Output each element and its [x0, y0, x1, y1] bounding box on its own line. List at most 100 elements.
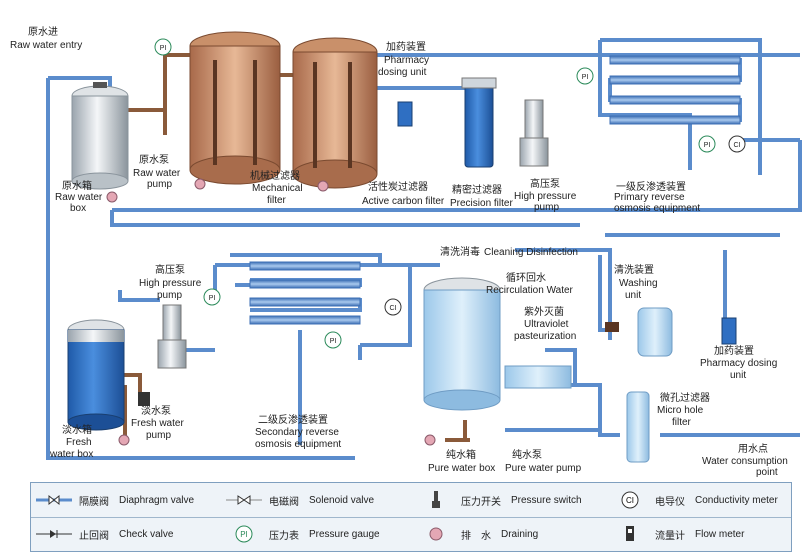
drain-icon — [424, 434, 436, 446]
gauge-cn: 压力表 — [269, 530, 299, 542]
recirc-cn: 循环回水 — [506, 271, 546, 284]
primary-ro-en2: osmosis equipment — [614, 203, 700, 214]
primary-ro-cn: 一级反渗透装置 — [616, 180, 686, 193]
draining-cn: 排 水 — [461, 530, 491, 542]
consumption-en2: point — [756, 467, 778, 478]
carbon-filter-cn: 活性炭过滤器 — [368, 180, 428, 193]
check-valve-icon — [35, 524, 73, 544]
pressure-switch-en: Pressure switch — [511, 494, 582, 506]
secondary-ro-membranes — [249, 261, 361, 325]
pure-box-cn: 纯水箱 — [446, 448, 476, 461]
ci-label: CI — [390, 305, 397, 312]
pure-pump-en: Pure water pump — [505, 463, 582, 474]
pressure-switch-icon — [417, 490, 455, 510]
legend-gauge: PI 压力表 Pressure gauge — [221, 517, 413, 551]
drain-icon — [417, 524, 455, 544]
conductivity-meter-icon — [384, 135, 746, 316]
precision-filter-en: Precision filter — [450, 198, 513, 209]
active-carbon-filter — [292, 37, 378, 189]
legend-conductivity: CI 电导仪 Conductivity meter — [607, 483, 791, 517]
hp-pump1-en2: pump — [534, 202, 559, 213]
fresh-pump-en2: pump — [146, 430, 171, 441]
uv-en2: pasteurization — [514, 331, 576, 342]
precision-filter-cn: 精密过滤器 — [452, 183, 502, 196]
ci-label: CI — [734, 142, 741, 149]
conductivity-cn: 电导仪 — [655, 496, 685, 508]
raw-water-box — [71, 82, 129, 190]
conductivity-meter-icon: CI — [611, 490, 649, 510]
drain-icon — [194, 178, 206, 190]
micro-filter-cn: 微孔过滤器 — [660, 391, 710, 404]
pressure-gauge-icon: PI — [225, 524, 263, 544]
legend-pi-text: PI — [240, 530, 248, 539]
primary-ro-membranes — [609, 55, 741, 125]
solenoid-cn: 电磁阀 — [269, 496, 299, 508]
legend-diaphragm: 隔膜阀 Diaphragm valve — [31, 483, 221, 517]
pharmacy2-en1: Pharmacy dosing — [700, 358, 777, 369]
pharmacy-dosing-en2: dosing unit — [378, 67, 427, 78]
secondary-ro-cn: 二级反渗透装置 — [258, 413, 328, 426]
pressure-gauge-icon — [154, 38, 716, 349]
drain-icon — [106, 191, 118, 203]
primary-ro-en1: Primary reverse — [614, 192, 685, 203]
cleaning-cn: 清洗消毒 — [440, 245, 480, 258]
washing-en1: Washing — [619, 278, 658, 289]
hp-pump2-cn: 高压泵 — [155, 263, 185, 276]
legend-solenoid: 电磁阀 Solenoid valve — [221, 483, 413, 517]
pi-label: PI — [582, 74, 589, 81]
gauge-en: Pressure gauge — [309, 528, 380, 540]
drain-icon — [317, 180, 329, 192]
hp-pump2-en1: High pressure — [139, 278, 202, 289]
raw-water-pump-cn: 原水泵 — [139, 154, 169, 166]
legend-row-1: 隔膜阀 Diaphragm valve 电磁阀 Solenoid valve 压… — [31, 483, 791, 518]
pharmacy2-cn: 加药装置 — [714, 344, 754, 357]
pi-label: PI — [704, 142, 711, 149]
diaphragm-valve-icon — [35, 490, 73, 510]
washing-en2: unit — [625, 290, 641, 301]
diaphragm-cn: 隔膜阀 — [79, 496, 109, 508]
pharmacy-dosing-unit-2 — [721, 317, 737, 345]
cleaning-en: Cleaning Disinfection — [484, 247, 578, 258]
raw-water-entry-en: Raw water entry — [10, 40, 82, 51]
consumption-en1: Water consumption — [702, 456, 788, 467]
diaphragm-en: Diaphragm valve — [119, 494, 195, 506]
water-treatment-diagram: 原水进 Raw water entry 原水箱 Raw water box 原水… — [10, 26, 802, 478]
raw-water-box-en1: Raw water — [55, 192, 103, 203]
fresh-box-cn: 淡水箱 — [62, 423, 92, 436]
flow-meter-icon — [611, 524, 649, 544]
hp-pump1-cn: 高压泵 — [530, 177, 560, 190]
pure-box-en: Pure water box — [428, 463, 495, 474]
recirc-en: Recirculation Water — [486, 285, 574, 296]
secondary-ro-en2: osmosis equipment — [255, 439, 341, 450]
pipes-brown — [110, 53, 470, 442]
mech-filter-cn: 机械过滤器 — [250, 169, 300, 182]
precision-filter — [461, 77, 497, 168]
fresh-box-en2: water box — [49, 449, 93, 460]
pi-label: PI — [160, 45, 167, 52]
washing-unit — [605, 307, 673, 357]
flow-cn: 流量计 — [655, 530, 685, 542]
raw-water-box-cn: 原水箱 — [62, 179, 92, 192]
high-pressure-pump-1 — [519, 99, 549, 167]
legend-flow: 流量计 Flow meter — [607, 517, 791, 551]
raw-water-pump-en1: Raw water — [133, 168, 181, 179]
washing-cn: 清洗装置 — [614, 263, 654, 276]
uv-cn: 紫外灭菌 — [524, 306, 564, 318]
check-cn: 止回阀 — [79, 530, 109, 542]
mechanical-filter — [189, 31, 281, 185]
high-pressure-pump-2 — [157, 304, 187, 369]
pharmacy-dosing-unit — [397, 101, 413, 127]
raw-water-entry-cn: 原水进 — [28, 26, 58, 38]
raw-water-box-en2: box — [70, 203, 86, 214]
micro-filter-en2: filter — [672, 417, 692, 428]
pharmacy-dosing-cn: 加药装置 — [386, 40, 426, 53]
fresh-water-box — [67, 319, 125, 431]
draining-en: Draining — [501, 528, 539, 540]
legend-check: 止回阀 Check valve — [31, 517, 221, 551]
pure-water-box — [423, 277, 501, 411]
legend-draining: 排 水 Draining — [413, 517, 607, 551]
pure-pump-cn: 纯水泵 — [512, 448, 542, 461]
flow-en: Flow meter — [695, 528, 745, 540]
secondary-ro-en1: Secondary reverse — [255, 427, 339, 438]
ultraviolet-unit — [504, 365, 572, 389]
